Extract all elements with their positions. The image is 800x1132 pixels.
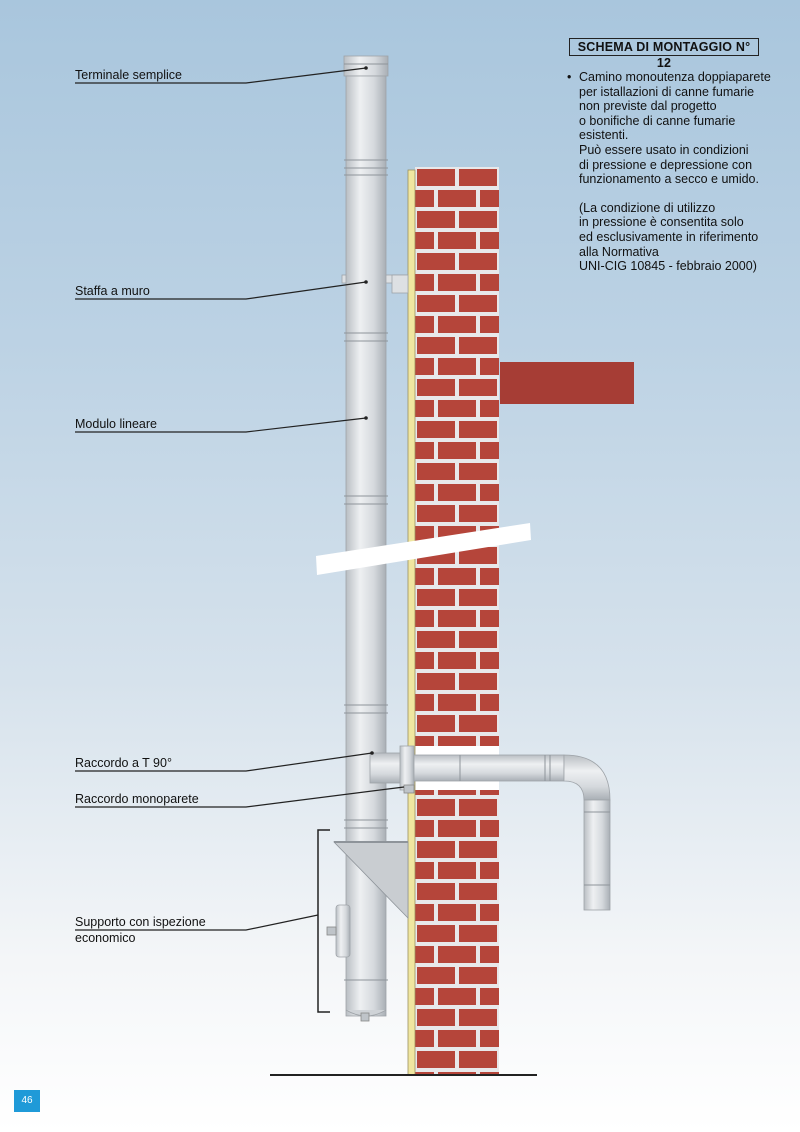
label-supporto-line1: Supporto con ispezione — [75, 915, 206, 929]
desc-line: di pressione e depressione con — [579, 157, 753, 172]
label-terminale-semplice: Terminale semplice — [75, 68, 182, 82]
schema-title: SCHEMA DI MONTAGGIO N° 12 — [569, 38, 759, 70]
break-marker — [316, 523, 531, 575]
roof-slab — [500, 362, 634, 404]
page-number: 46 — [14, 1090, 40, 1112]
desc-line: per istallazioni di canne fumarie — [579, 84, 755, 99]
brick-wall — [415, 167, 499, 1075]
description-note: (La condizione di utilizzo in pressione … — [579, 201, 787, 274]
support-bracket — [333, 841, 409, 919]
inspection-door — [326, 904, 351, 958]
insulation-strip — [407, 169, 416, 1076]
desc-line: Può essere usato in condizioni — [579, 142, 749, 157]
label-raccordo-monoparete: Raccordo monoparete — [75, 792, 199, 806]
leader-lines — [75, 67, 405, 931]
label-modulo-lineare: Modulo lineare — [75, 417, 157, 431]
leader-dots — [364, 66, 374, 755]
desc-line: o bonifiche di canne fumarie — [579, 113, 736, 128]
note-line: in pressione è consentita solo — [579, 215, 744, 230]
support-dimension-bracket — [317, 829, 330, 1013]
note-line: UNI-CIG 10845 - febbraio 2000) — [579, 259, 757, 274]
label-raccordo-t: Raccordo a T 90° — [75, 756, 172, 770]
note-line: (La condizione di utilizzo — [579, 200, 716, 215]
label-supporto-line2: economico — [75, 931, 136, 945]
description-main: Camino monoutenza doppiaparete per istal… — [579, 70, 787, 187]
label-staffa-a-muro: Staffa a muro — [75, 284, 150, 298]
desc-line: Camino monoutenza doppiaparete — [579, 70, 771, 84]
note-line: alla Normativa — [579, 244, 659, 259]
bullet: • — [567, 70, 572, 84]
description-block: • Camino monoutenza doppiaparete per ist… — [567, 70, 787, 274]
desc-line: esistenti. — [579, 128, 629, 143]
desc-line: non previste dal progetto — [579, 99, 717, 114]
note-line: ed esclusivamente in riferimento — [579, 229, 759, 244]
t-connector — [369, 745, 415, 794]
desc-line: funzionamento a secco e umido. — [579, 172, 759, 187]
horizontal-flue-pipe — [413, 754, 611, 911]
